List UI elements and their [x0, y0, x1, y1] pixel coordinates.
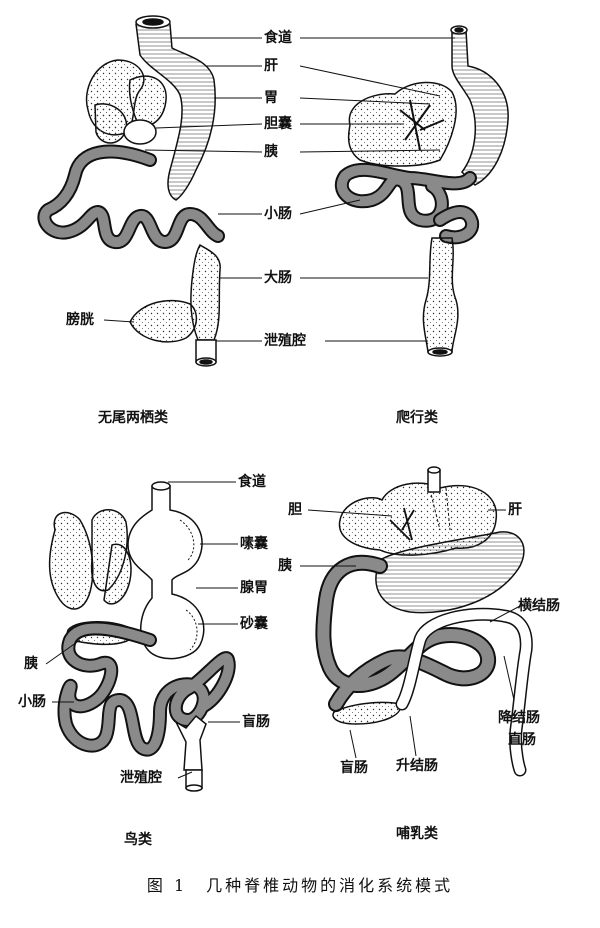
amphibian-stomach: [135, 18, 216, 201]
label-amphibian-pancreas: 胰: [264, 144, 278, 160]
bird-ceca: [174, 714, 207, 771]
label-bird-proventriculus: 腺胃: [240, 580, 268, 596]
label-amphibian-stomach: 胃: [264, 90, 278, 106]
label-bird-crop: 嗉囊: [240, 536, 268, 552]
reptile-stomach: [451, 29, 509, 186]
label-amphibian-small-intestine: 小肠: [264, 206, 292, 222]
label-mammal-transverse-colon: 横结肠: [518, 598, 560, 614]
mammal-liver: [338, 482, 497, 556]
label-amphibian-large-intestine: 大肠: [264, 270, 292, 286]
bird-diagram: [48, 481, 236, 792]
amphibian-bladder: [129, 299, 198, 343]
amphibian-diagram: [37, 15, 225, 367]
figure-caption: 图 1 几种脊椎动物的消化系统模式: [146, 876, 454, 895]
label-mammal-gallbladder: 胆: [288, 502, 302, 518]
caption-reptile: 爬行类: [396, 410, 438, 426]
label-amphibian-gallbladder: 胆囊: [264, 116, 292, 132]
bird-leaders: [45, 481, 240, 779]
label-amphibian-cloaca: 泄殖腔: [264, 333, 306, 349]
reptile-leaders: [299, 37, 455, 342]
bird-esophagus-crop: [127, 485, 205, 660]
mammal-stomach: [375, 531, 525, 614]
caption-amphibian: 无尾两栖类: [98, 410, 168, 426]
bird-liver: [48, 511, 94, 610]
label-bird-gizzard: 砂囊: [240, 616, 268, 632]
label-bird-esophagus: 食道: [238, 474, 266, 490]
caption-mammal: 哺乳类: [396, 826, 438, 842]
label-bird-cecum: 盲肠: [242, 714, 270, 730]
label-mammal-pancreas: 胰: [278, 558, 292, 574]
label-bird-small-intestine: 小肠: [18, 694, 46, 710]
label-bird-cloaca: 泄殖腔: [120, 770, 162, 786]
label-amphibian-liver: 肝: [264, 58, 278, 74]
mammal-cecum: [332, 701, 401, 725]
reptile-diagram: [334, 25, 509, 357]
label-mammal-ascending-colon: 升结肠: [396, 758, 438, 774]
label-mammal-cecum: 盲肠: [340, 760, 368, 776]
amphibian-leaders: [103, 37, 263, 342]
label-mammal-descending-colon: 降结肠: [498, 710, 540, 726]
label-amphibian-bladder: 膀胱: [66, 312, 94, 328]
caption-bird: 鸟类: [124, 832, 152, 848]
mammal-leaders: [300, 509, 521, 759]
amphibian-gallbladder: [123, 119, 157, 145]
mammal-diagram: [315, 466, 533, 777]
label-bird-pancreas: 胰: [24, 656, 38, 672]
label-mammal-rectum: 直肠: [508, 732, 536, 748]
reptile-large-intestine: [422, 237, 459, 353]
label-mammal-liver: 肝: [508, 502, 522, 518]
label-amphibian-esophagus: 食道: [264, 30, 292, 46]
